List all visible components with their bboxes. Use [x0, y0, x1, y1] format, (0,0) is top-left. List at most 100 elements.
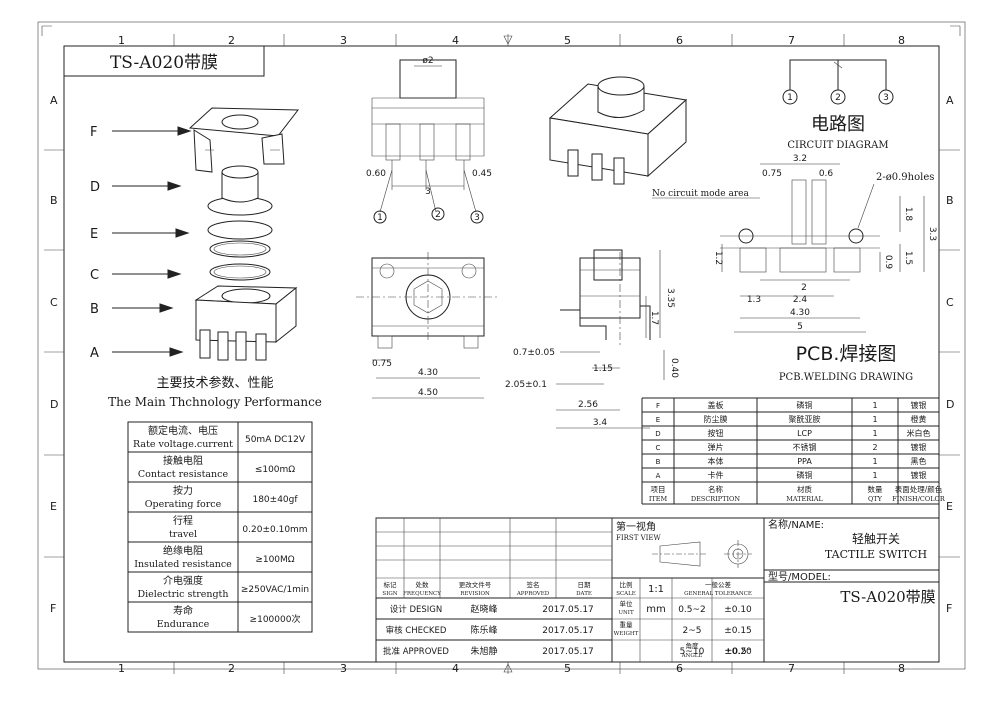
bom-header-en: DESCRIPTION [691, 495, 740, 503]
row-label: B [946, 194, 954, 207]
dim-045: 0.45 [472, 169, 492, 179]
title-box-text: TS-A020带膜 [110, 53, 218, 73]
front-pin-3: 3 [474, 213, 480, 223]
signoff-date: 2017.05.17 [542, 647, 594, 657]
tolerance-range: 2~5 [683, 626, 702, 636]
bom-item: B [656, 458, 661, 466]
bom-finish: 镀银 [911, 400, 927, 410]
param-name-cn: 按力 [173, 484, 193, 497]
param-value: ≥250VAC/1min [241, 585, 309, 595]
part-E-membrane [207, 220, 273, 240]
pcb-dim-06: 0.6 [819, 169, 834, 179]
bom-qty: 1 [872, 415, 877, 424]
pcb-dim-09: 0.9 [883, 255, 893, 270]
pcb-dim-18: 1.8 [903, 207, 913, 222]
part-B-body [194, 285, 298, 361]
title-box [63, 45, 265, 77]
signoff-name: 陈乐峰 [470, 624, 497, 636]
weight-label-en: WEIGHT [614, 631, 639, 637]
dim-side-115: 1.15 [593, 364, 613, 374]
row-label: F [946, 602, 952, 615]
part-label-D: D [90, 180, 100, 195]
part-D-button [207, 165, 273, 216]
params-title-en: The Main Thchnology Performance [108, 395, 322, 409]
param-name-en: travel [169, 529, 197, 540]
rev-header-cn: 处数 [416, 580, 430, 589]
front-view: ø2 0.60 0.45 3 1 2 3 [366, 56, 492, 224]
row-label: A [946, 94, 954, 107]
tolerance-range: 0.5~2 [678, 605, 706, 615]
param-name-cn: 绝缘电阻 [163, 544, 203, 557]
param-value: ≥100MΩ [255, 555, 294, 565]
dim-3: 3 [425, 187, 431, 197]
pcb-title-cn: PCB.焊接图 [796, 343, 897, 365]
part-label-A: A [90, 346, 99, 361]
param-name-cn: 接触电阻 [163, 454, 203, 467]
front-pin-2: 2 [435, 210, 441, 220]
param-name-en: Insulated resistance [134, 559, 232, 570]
param-value: 180±40gf [252, 495, 298, 505]
tolerance-label-en: GENERAL TOLERANCE [684, 591, 752, 597]
bom-header-en: QTY [868, 495, 883, 503]
param-name-cn: 行程 [173, 514, 193, 527]
bom-desc: 卡件 [708, 470, 724, 480]
part-label-B: B [90, 302, 99, 317]
col-label: 5 [564, 34, 571, 47]
pcb-dim-12: 1.2 [713, 251, 723, 265]
pcb-dim-15: 1.5 [903, 251, 913, 265]
param-value: ≤100mΩ [255, 465, 295, 475]
dim-side-17: 1.7 [649, 311, 659, 325]
bom-item: F [656, 402, 660, 410]
dim-060: 0.60 [366, 169, 386, 179]
rev-header-cn: 签名 [527, 580, 540, 589]
pcb-title-en: PCB.WELDING DRAWING [779, 372, 913, 383]
iso-view [548, 76, 688, 185]
bom-material: LCP [797, 429, 812, 438]
bom-item: C [656, 444, 661, 452]
tolerance-label-cn: 一般公差 [705, 580, 732, 589]
rev-header-cn: 标记 [384, 580, 398, 589]
unit-value: mm [646, 604, 665, 615]
circuit-pin-1: 1 [787, 93, 793, 103]
signoff-name: 朱旭静 [470, 645, 497, 657]
part-label-C: C [90, 268, 99, 283]
dim-side-34: 3.4 [593, 418, 608, 428]
bom-finish: 黑色 [911, 456, 927, 466]
pcb-holes: 2-ø0.9holes [876, 172, 934, 183]
bom-header-cn: 表面处理/颜色 [895, 484, 943, 494]
tolerance-value: ±0.5° [725, 647, 751, 657]
row-label: E [50, 500, 57, 513]
dim-top-450: 4.50 [418, 388, 438, 398]
col-label: 4 [452, 34, 459, 47]
bom-desc: 弹片 [708, 442, 724, 452]
part-F-cover [188, 107, 299, 173]
title-block: 第一视角 FIRST VIEW 名称/NAME: 轻触开关 TACTILE SW… [375, 517, 940, 663]
col-label: 7 [788, 34, 795, 47]
unit-label-en: UNIT [618, 610, 634, 616]
col-label: 3 [340, 662, 347, 675]
bom-qty: 1 [872, 429, 877, 438]
bom-desc: 本体 [708, 456, 724, 466]
rev-header-en: APPROVED [516, 591, 550, 597]
pcb-dim-2: 2 [801, 283, 807, 293]
circuit-pin-3: 3 [883, 93, 889, 103]
bom-header-en: MATERIAL [786, 495, 823, 503]
dim-side-07: 0.7±0.05 [513, 348, 555, 358]
col-label: 8 [898, 662, 905, 675]
part-C-domes [209, 240, 271, 281]
pcb-dim-5: 5 [797, 322, 803, 332]
dim-top-430: 4.30 [418, 368, 438, 378]
frame-row-labels-right: A B C D E F [946, 94, 954, 615]
signoff-role: 审核 CHECKED [386, 625, 447, 636]
rev-header-en: FREQUENCY [403, 591, 441, 597]
frame-col-labels-top: 1 2 3 4 5 6 7 8 [118, 34, 905, 47]
bom-header-en: FINISH/COLOR [892, 495, 946, 503]
dim-side-256: 2.56 [578, 400, 598, 410]
param-value: 0.20±0.10mm [242, 525, 307, 535]
circuit-pin-2: 2 [835, 93, 841, 103]
bom-header-cn: 材质 [797, 484, 812, 494]
scale-value: 1:1 [648, 584, 664, 595]
top-view: 0.75 4.30 4.50 [356, 252, 500, 399]
bom-material: 聚酰亚胺 [789, 414, 821, 424]
